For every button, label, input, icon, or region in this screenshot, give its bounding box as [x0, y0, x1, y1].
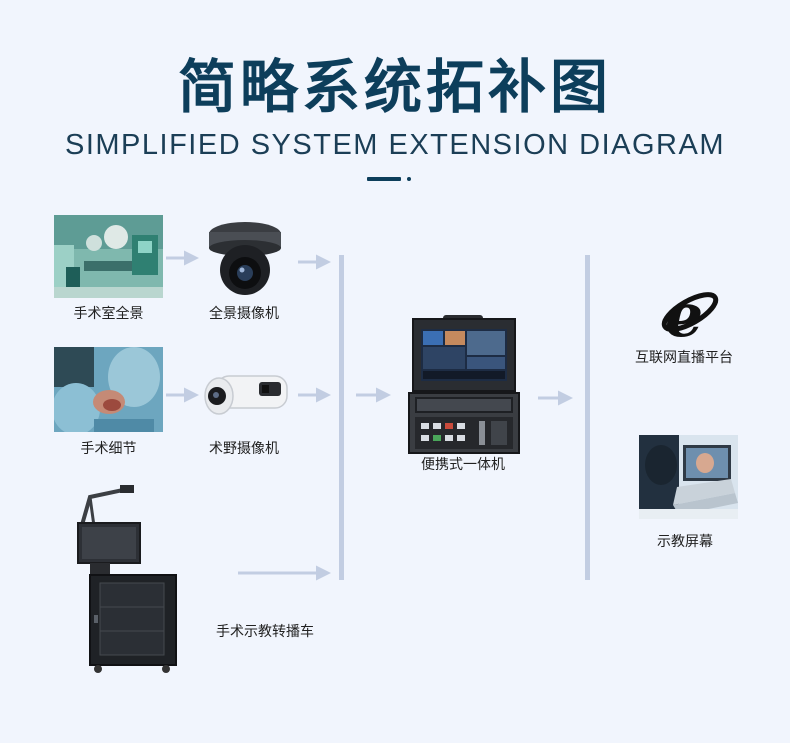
teaching-cart-image	[70, 485, 185, 675]
portable-unit-label: 便携式一体机	[421, 457, 505, 473]
surgery-detail-photo	[54, 347, 163, 432]
input-bus-line	[339, 255, 344, 580]
or-panorama-label: 手术室全景	[73, 306, 144, 322]
live-platform-label: 互联网直播平台	[635, 350, 733, 366]
field-camera-label: 术野摄像机	[209, 441, 279, 457]
svg-text:e: e	[665, 281, 703, 344]
surgery-detail-label: 手术细节	[80, 441, 137, 457]
output-bus-line	[585, 255, 590, 580]
teaching-cart-label: 手术示教转播车	[216, 624, 314, 640]
panorama-camera-image	[205, 218, 285, 298]
display-screen-label: 示教屏幕	[657, 534, 713, 550]
or-panorama-photo	[54, 215, 163, 298]
title-underline-dot	[407, 177, 411, 181]
page-subtitle: SIMPLIFIED SYSTEM EXTENSION DIAGRAM	[65, 129, 725, 161]
portable-unit-image	[405, 315, 521, 455]
field-camera-image	[203, 368, 289, 418]
page-title: 简略系统拓补图	[177, 53, 612, 121]
panorama-camera-label: 全景摄像机	[209, 306, 279, 322]
browser-e-icon: e	[656, 280, 720, 344]
display-screen-photo	[639, 435, 738, 519]
title-underline-dash	[367, 177, 401, 181]
